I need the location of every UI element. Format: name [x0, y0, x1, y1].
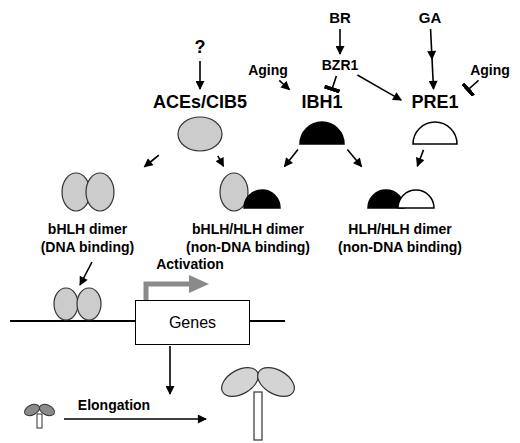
arrow-connector [199, 61, 201, 89]
node-text: HLH/HLH dimer (non-DNA binding) [330, 220, 470, 256]
protein-icon [405, 114, 465, 148]
regulator-text: BZR1 [313, 56, 367, 74]
signal-text: Aging [463, 61, 517, 79]
elongation-label: Elongation [60, 397, 168, 413]
protein-icon [208, 168, 288, 220]
activation-label: Activation [138, 256, 242, 272]
seedling-stem [37, 414, 42, 428]
arrow-connector [279, 80, 289, 89]
seedling-stem [254, 392, 262, 440]
dimer-complex: bHLH/HLH dimer (non-DNA binding) [178, 168, 318, 256]
node-text: Aging [248, 61, 288, 79]
arrow-connector [357, 75, 401, 100]
node-text: Aging [470, 61, 510, 79]
hlh-protein: PRE1 [403, 91, 467, 148]
arrow-connector [284, 150, 298, 167]
hlh-protein: IBH1 [290, 91, 354, 148]
protein-icon [170, 114, 230, 154]
seedling-leaf [217, 362, 264, 403]
seedling-leaf [23, 402, 42, 418]
protein-shape [413, 122, 457, 144]
node-text: bHLH/HLH dimer (non-DNA binding) [178, 220, 318, 256]
arrow-connector [431, 29, 434, 89]
protein-shape [300, 122, 344, 144]
protein-shape [244, 190, 280, 208]
activation-head [189, 275, 209, 293]
protein-shape [86, 173, 114, 211]
protein-icon [292, 114, 352, 148]
arrow-connector [218, 156, 224, 166]
bound-bhlh [54, 288, 78, 320]
arrow-connector [347, 150, 361, 167]
protein-shape [398, 190, 434, 208]
node-text: PRE1 [411, 91, 458, 114]
binding-arrow [80, 262, 92, 285]
protein-icon [48, 168, 128, 220]
output-arrow [169, 346, 171, 394]
arrow-connector [339, 29, 341, 54]
node-text: BZR1 [322, 56, 359, 74]
protein-icon [360, 168, 440, 220]
node-text: Genes [169, 313, 216, 333]
node-text: bHLH dimer (DNA binding) [30, 220, 145, 256]
activation-arrow [146, 284, 190, 300]
arrow-connector [417, 150, 423, 166]
bound-bhlh [77, 288, 101, 320]
node-text: IBH1 [301, 91, 342, 114]
node-text: ACEs/CIB5 [153, 91, 247, 114]
seedling-leaf [253, 362, 300, 403]
bhlh-protein: ACEs/CIB5 [145, 91, 255, 154]
dimer-complex: HLH/HLH dimer (non-DNA binding) [330, 168, 470, 256]
dimer-complex: bHLH dimer (DNA binding) [30, 168, 145, 256]
node-text: ? [195, 36, 206, 59]
signal-text: GA [410, 8, 450, 27]
node-text: BR [329, 8, 351, 27]
gene-box: Genes [135, 300, 250, 345]
inhibition-connector [332, 76, 336, 89]
inhibition-connector [468, 80, 478, 89]
seedling-leaf [38, 402, 57, 418]
signal-text: Aging [241, 61, 295, 79]
unknown-signal: ? [188, 36, 212, 59]
arrow-connector [144, 155, 158, 167]
elongation-arrow [64, 418, 206, 420]
protein-shape [178, 117, 222, 151]
node-text: GA [419, 8, 442, 27]
signal-text: BR [320, 8, 360, 27]
